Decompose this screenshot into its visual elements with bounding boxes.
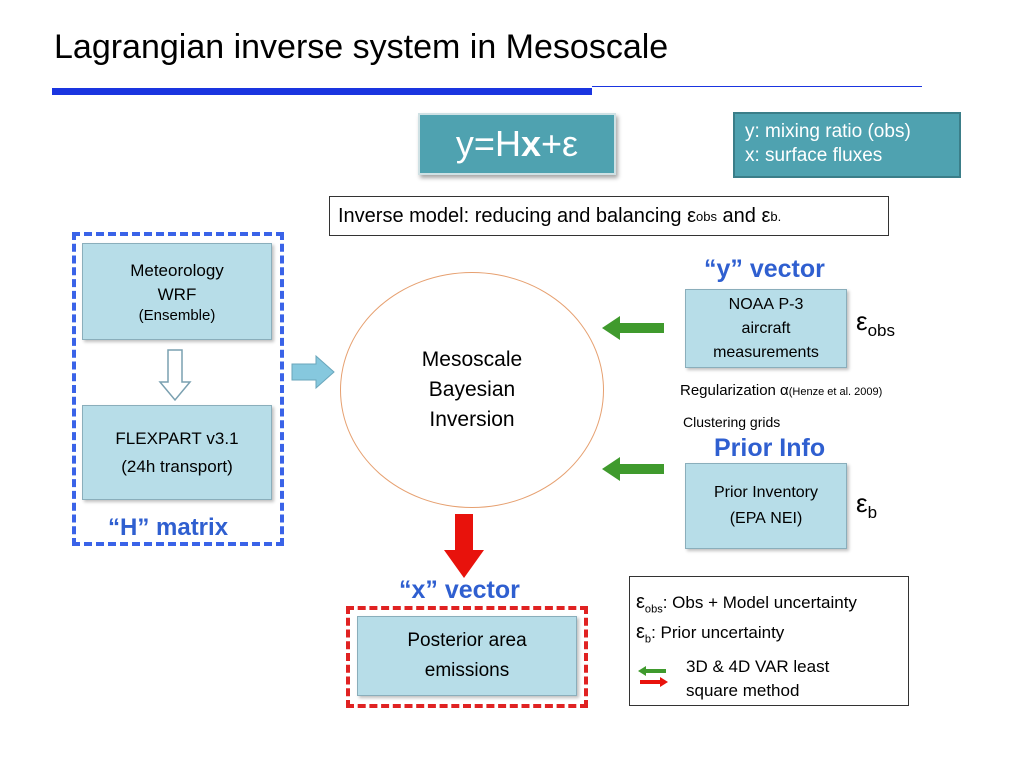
center-line1: Mesoscale xyxy=(421,348,523,371)
red-down-arrow xyxy=(444,514,484,578)
clustering-text: Clustering grids xyxy=(683,414,781,430)
down-arrow-hollow xyxy=(158,349,192,402)
legend-x: x: surface fluxes xyxy=(745,145,883,166)
note-row-b: εb: Prior uncertainty xyxy=(636,621,784,645)
title-underline-thick xyxy=(52,88,592,95)
eps-b-label: εb xyxy=(856,488,877,523)
bayesian-inversion-circle: Mesoscale Bayesian Inversion xyxy=(340,272,604,508)
regularization-cite: (Henze et al. 2009) xyxy=(788,386,883,398)
eps-obs-sub: obs xyxy=(867,321,896,341)
regularization-label: Regularization α xyxy=(680,382,789,399)
equation-suffix: +ε xyxy=(540,123,579,164)
noaa-line3: measurements xyxy=(713,343,819,361)
equation-x: x xyxy=(520,123,541,164)
prior-info-label: Prior Info xyxy=(714,434,826,462)
regularization-text: Regularization α(Henze et al. 2009) xyxy=(680,382,882,399)
center-line3: Inversion xyxy=(429,408,515,431)
model-sub-b: b. xyxy=(770,208,782,224)
legend-y: y: mixing ratio (obs) xyxy=(745,121,911,142)
eps-b-sub: b xyxy=(867,503,878,523)
center-line2: Bayesian xyxy=(428,378,516,401)
green-arrow-prior xyxy=(602,457,664,481)
note-row-obs: εobs: Obs + Model uncertainty xyxy=(636,591,857,615)
posterior-line1: Posterior area xyxy=(407,630,527,651)
eps-b-symbol: ε xyxy=(856,488,868,518)
x-vector-group xyxy=(346,606,588,708)
page-title: Lagrangian inverse system in Mesoscale xyxy=(54,28,669,66)
eps-obs-symbol: ε xyxy=(856,306,868,336)
note-eps-b-sub: b xyxy=(644,633,652,646)
x-vector-label: “x” vector xyxy=(399,576,520,604)
variable-legend: y: mixing ratio (obs) x: surface fluxes xyxy=(733,112,961,178)
met-line1: Meteorology xyxy=(130,260,224,280)
green-arrow-obs xyxy=(602,316,664,340)
note-eps-b: ε xyxy=(636,621,645,643)
posterior-line2: emissions xyxy=(424,660,510,681)
model-mid: and ε xyxy=(717,204,771,227)
met-line2: WRF xyxy=(157,284,197,304)
note-eps-obs-sub: obs xyxy=(644,603,663,616)
note-b-text: : Prior uncertainty xyxy=(651,623,785,642)
equation-prefix: y=H xyxy=(455,123,521,164)
note-method: 3D & 4D VAR least square method xyxy=(686,655,829,703)
note-method-line1: 3D & 4D VAR least xyxy=(686,657,830,676)
noaa-aircraft-box: NOAA P-3 aircraft measurements xyxy=(685,289,847,368)
noaa-line1: NOAA P-3 xyxy=(728,295,804,313)
y-vector-label: “y” vector xyxy=(704,255,825,283)
note-eps-obs: ε xyxy=(636,591,645,613)
flexpart-line2: (24h transport) xyxy=(121,456,233,476)
legend-arrows-icon xyxy=(638,666,668,687)
notes-box: εobs: Obs + Model uncertainty εb: Prior … xyxy=(629,576,909,706)
note-method-line2: square method xyxy=(686,681,800,700)
met-line3: (Ensemble) xyxy=(138,306,216,324)
prior-inventory-box: Prior Inventory (EPA NEI) xyxy=(685,463,847,549)
prior-line2: (EPA NEI) xyxy=(729,510,803,527)
note-obs-text: : Obs + Model uncertainty xyxy=(662,593,857,612)
right-arrow-blue xyxy=(291,354,335,390)
h-matrix-label: “H” matrix xyxy=(108,514,229,541)
model-sub-obs: obs xyxy=(696,208,717,224)
prior-line1: Prior Inventory xyxy=(713,484,819,501)
model-text: Inverse model: reducing and balancing ε xyxy=(338,204,697,227)
h-matrix-group xyxy=(72,232,284,546)
noaa-line2: aircraft xyxy=(741,319,791,337)
eps-obs-label: εobs xyxy=(856,306,895,341)
flexpart-line1: FLEXPART v3.1 xyxy=(115,428,239,448)
flexpart-box: FLEXPART v3.1 (24h transport) xyxy=(82,405,272,500)
meteorology-box: Meteorology WRF (Ensemble) xyxy=(82,243,272,340)
title-underline-thin xyxy=(592,86,922,87)
posterior-emissions-box: Posterior area emissions xyxy=(357,616,577,696)
